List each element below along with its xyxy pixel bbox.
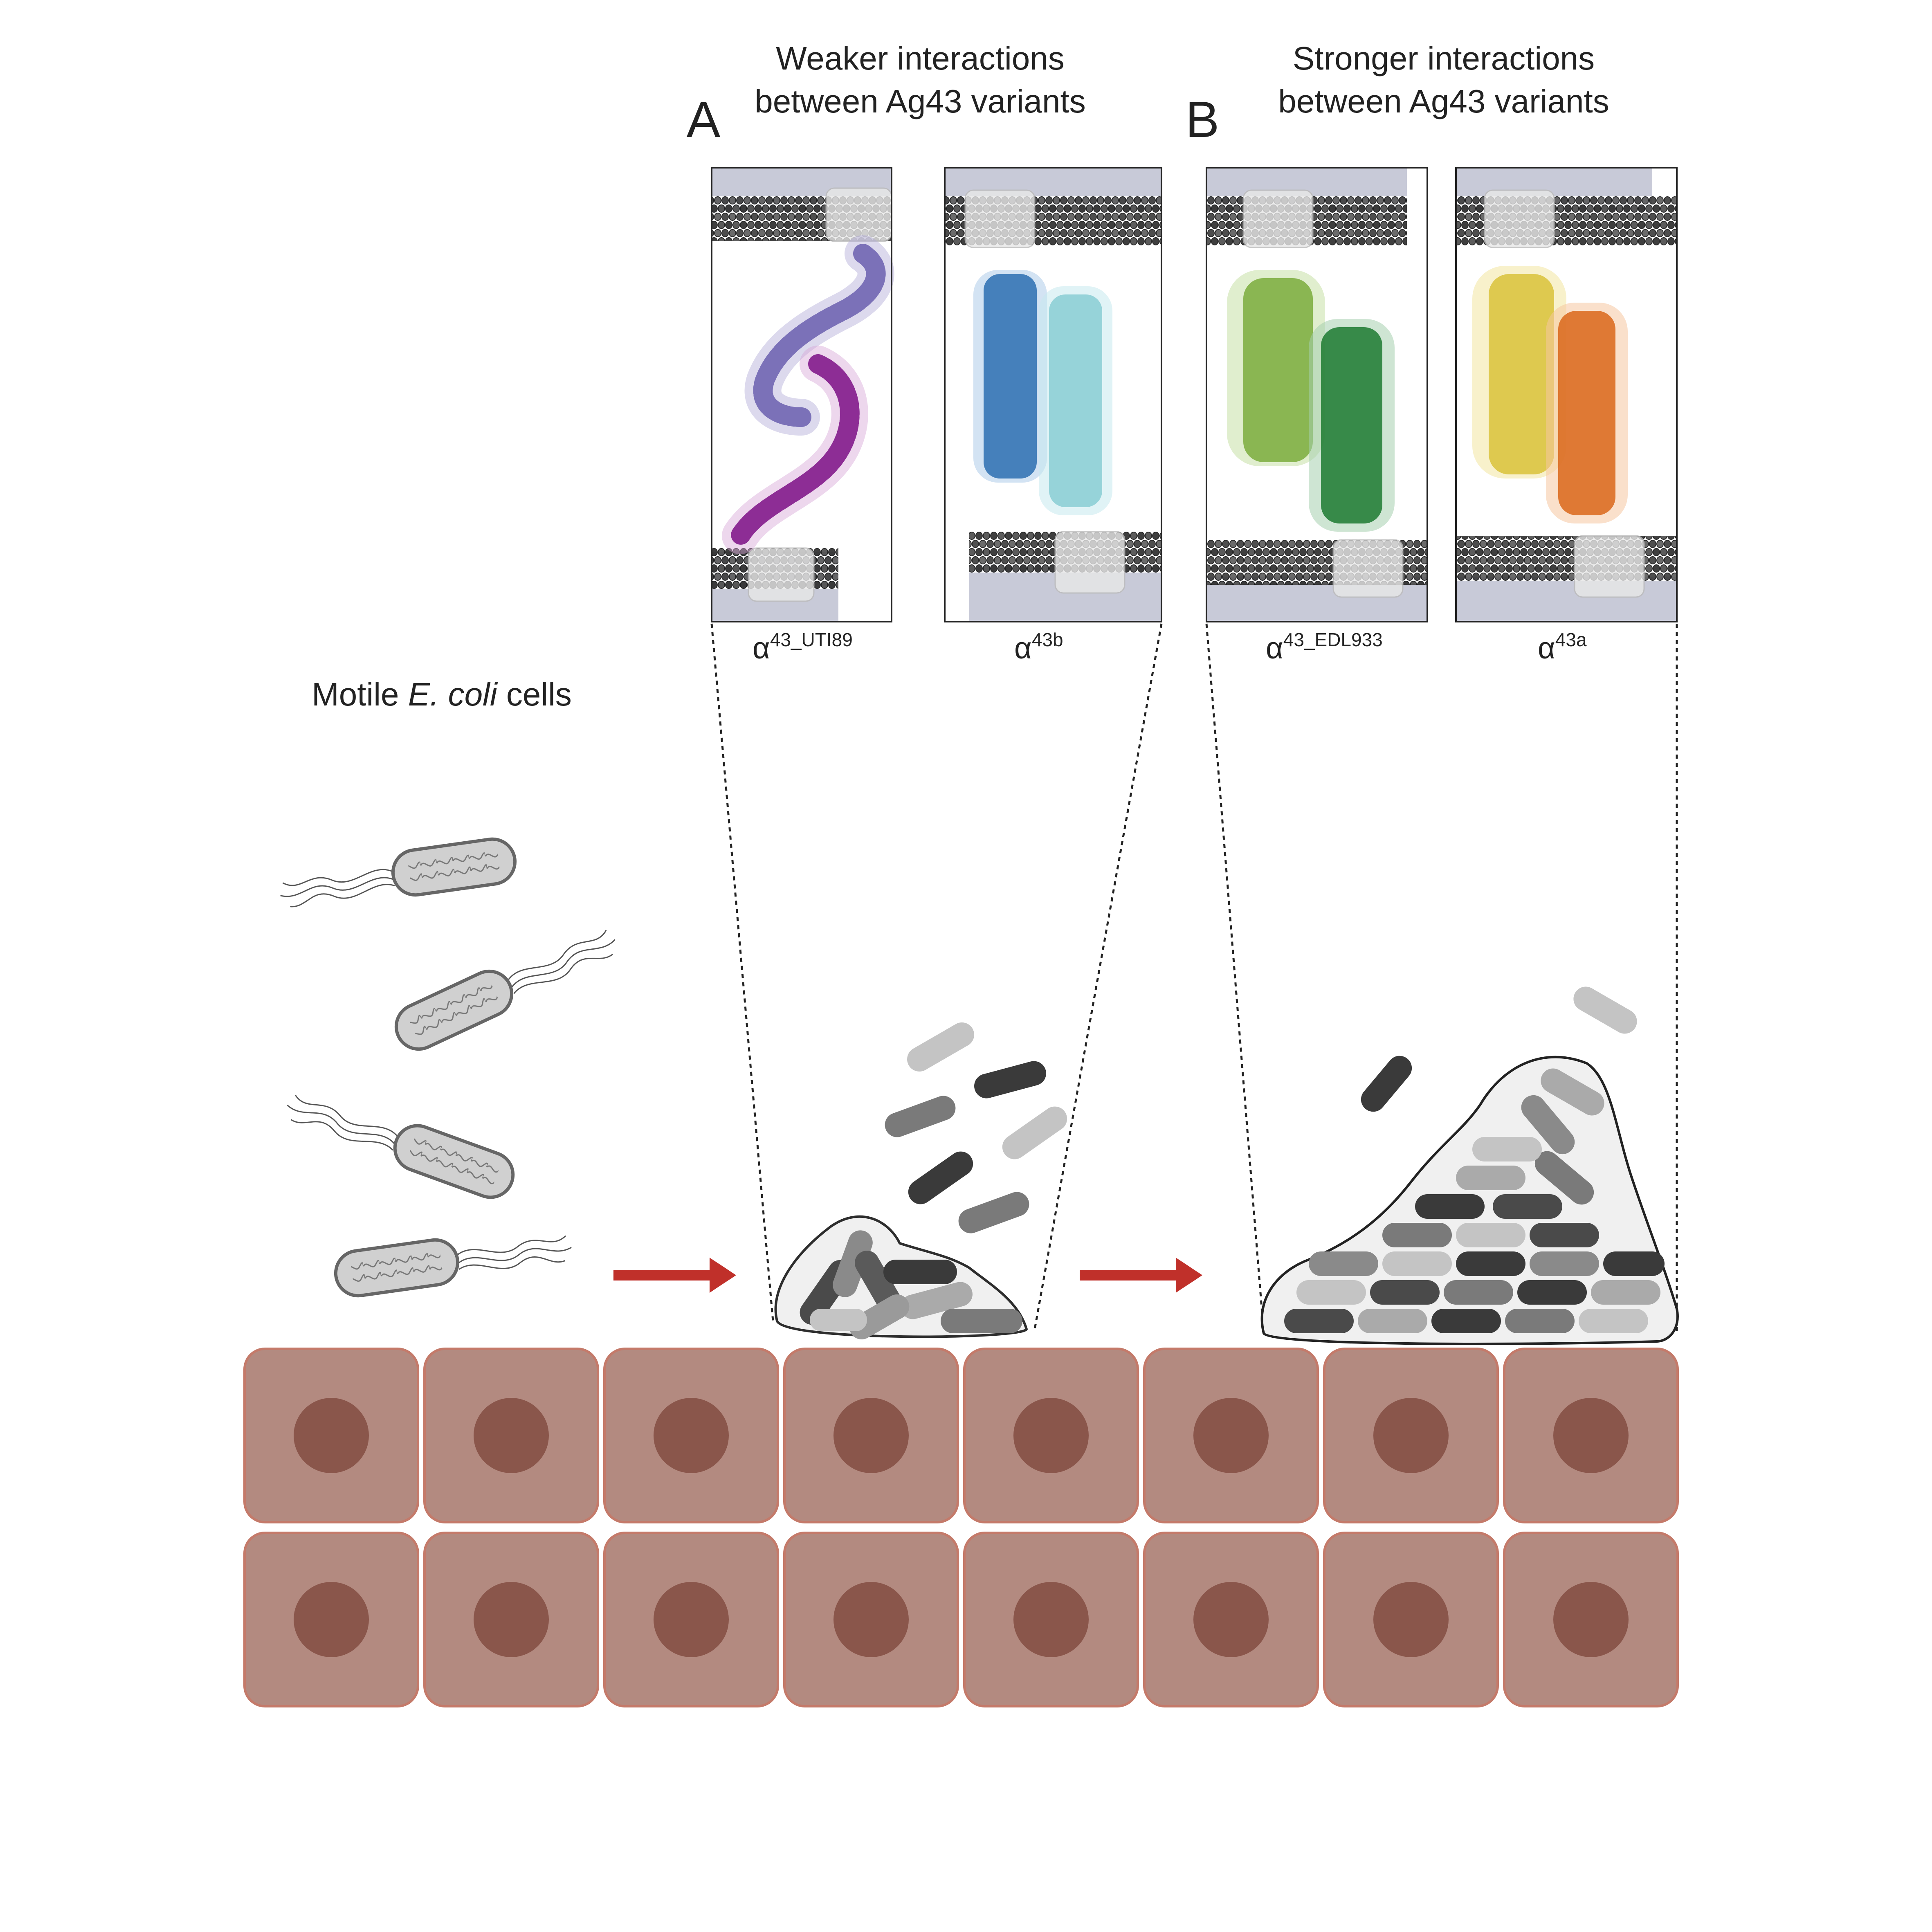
panel-b-caption-line1: Stronger interactions [1293, 40, 1595, 76]
structure-panel-uti89 [711, 167, 894, 622]
cell-nucleus-icon [294, 1398, 369, 1473]
right-arrow-icon-1 [613, 1258, 736, 1293]
large-biofilm [1260, 1056, 1679, 1345]
cell-nucleus-icon [1373, 1582, 1449, 1657]
cell-nucleus-icon [833, 1582, 909, 1657]
motile-bacterium-1 [280, 837, 517, 908]
motile-bacterium-3 [287, 1094, 515, 1199]
panel-a-caption-line2: between Ag43 variants [755, 83, 1085, 119]
cell-nucleus-icon [1373, 1398, 1449, 1473]
motile-bacterium-4 [334, 1235, 572, 1298]
cell-nucleus-icon [1553, 1398, 1629, 1473]
structure-panel-43a [1455, 167, 1678, 622]
ag43-uti89-protein-icon [722, 235, 894, 554]
label-alpha-uti89: α43_UTI89 [753, 629, 853, 665]
label-alpha-43a: α43a [1538, 629, 1587, 665]
structure-panel-edl933 [1206, 167, 1428, 622]
right-arrow-icon-2 [1080, 1258, 1202, 1293]
ag43-edl933-protein-icon [1227, 270, 1395, 532]
cell-nucleus-icon [474, 1582, 549, 1657]
floating-bacteria-strong [1361, 986, 1637, 1112]
panel-b-caption: Stronger interactions between Ag43 varia… [1278, 40, 1609, 119]
cell-nucleus-icon [294, 1582, 369, 1657]
panel-b-letter: B [1186, 92, 1220, 148]
cell-nucleus-icon [654, 1398, 729, 1473]
panel-a-caption: Weaker interactions between Ag43 variant… [755, 40, 1085, 119]
panel-a-caption-line1: Weaker interactions [776, 40, 1065, 76]
structure-panel-43b [944, 167, 1162, 622]
cell-nucleus-icon [1193, 1582, 1269, 1657]
panel-a-letter: A [687, 92, 721, 148]
ag43b-protein-icon [973, 270, 1112, 515]
motile-ecoli-label: Motile E. coli cells [312, 676, 572, 712]
cell-nucleus-icon [833, 1398, 909, 1473]
flagella-icon [280, 869, 395, 908]
cell-nucleus-icon [1013, 1398, 1089, 1473]
panel-b-caption-line2: between Ag43 variants [1278, 83, 1609, 119]
cell-nucleus-icon [1013, 1582, 1089, 1657]
small-aggregate [774, 1215, 1028, 1339]
label-alpha-43b: α43b [1014, 629, 1063, 665]
cell-nucleus-icon [1553, 1582, 1629, 1657]
zoom-lines [710, 623, 1678, 1334]
label-alpha-edl933: α43_EDL933 [1266, 629, 1383, 665]
floating-bacteria-weak [885, 1022, 1067, 1233]
cell-nucleus-icon [1193, 1398, 1269, 1473]
epithelium [243, 1348, 1679, 1707]
motile-bacterium-2 [394, 930, 616, 1051]
ag43a-protein-icon [1472, 266, 1628, 523]
cell-nucleus-icon [474, 1398, 549, 1473]
cell-nucleus-icon [654, 1582, 729, 1657]
